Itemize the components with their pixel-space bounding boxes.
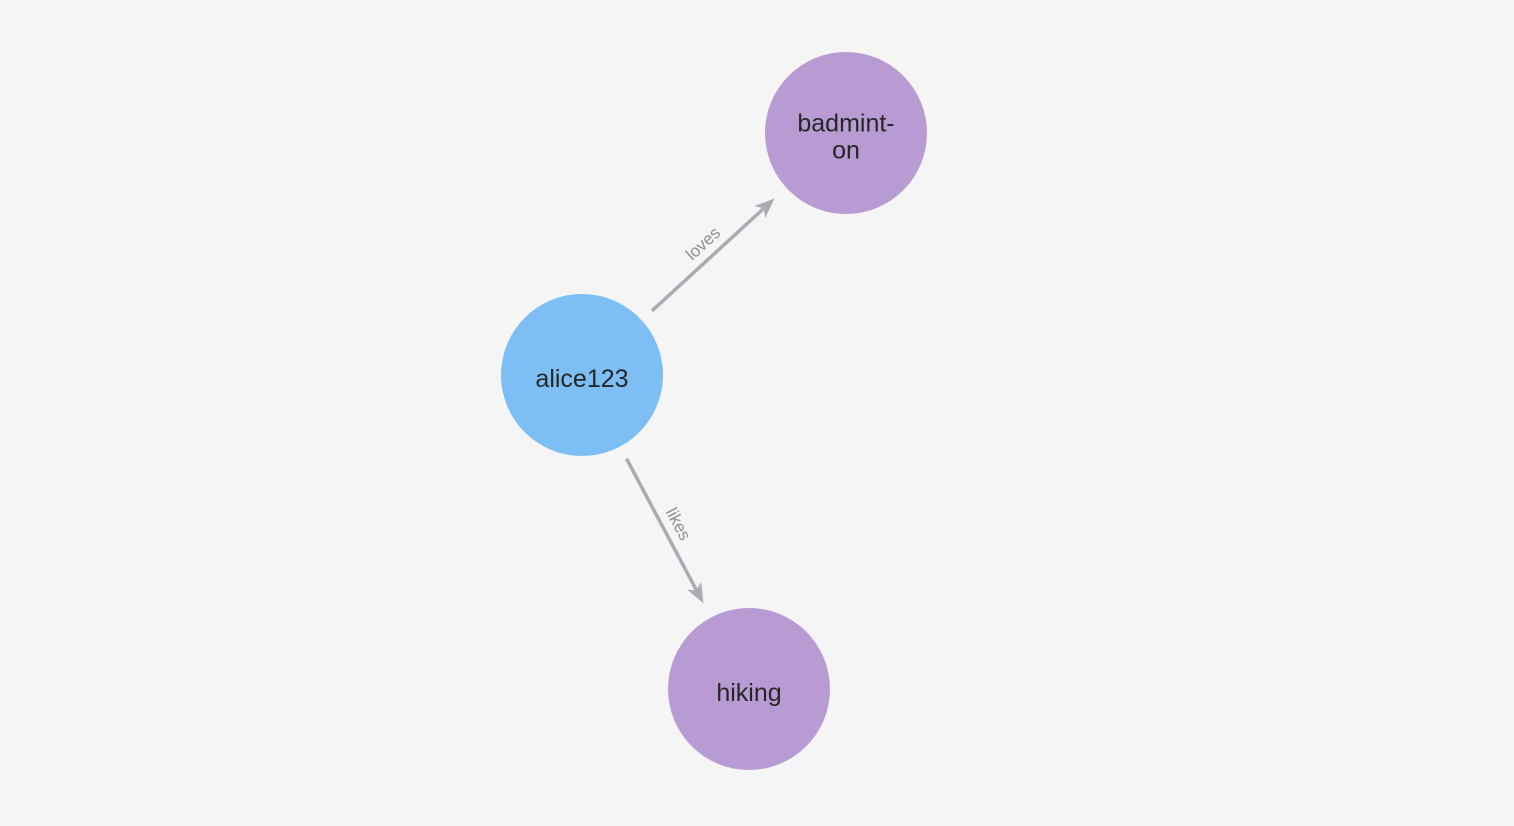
node-badminton: badmint-on — [765, 52, 927, 214]
node-circle-badminton[interactable] — [765, 52, 927, 214]
node-hiking: hiking — [668, 608, 830, 770]
node-alice123: alice123 — [501, 294, 663, 456]
node-circle-hiking[interactable] — [668, 608, 830, 770]
edge-line-alice123-badminton[interactable] — [650, 207, 765, 313]
arrowhead-icon — [686, 581, 704, 604]
node-circle-alice123[interactable] — [501, 294, 663, 456]
arrowhead-icon — [754, 198, 775, 218]
edge-line-alice123-hiking[interactable] — [625, 458, 699, 592]
